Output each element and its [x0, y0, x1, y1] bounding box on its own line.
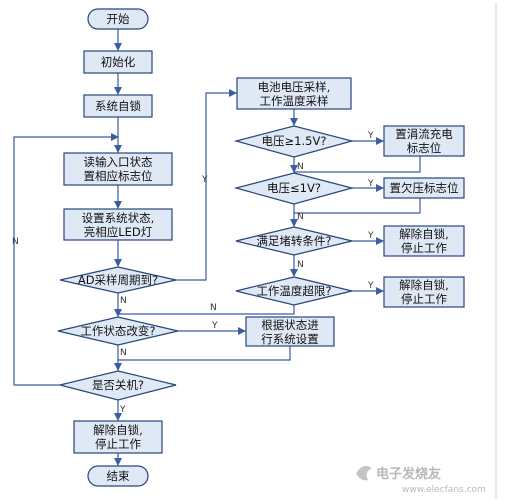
- state-changed-decision: [57, 316, 179, 346]
- watermark: 电子发烧友 www.elecfans.com: [356, 466, 486, 495]
- v-high-decision: [233, 125, 355, 158]
- temp-y-label: Y: [367, 281, 374, 291]
- end-terminator: [87, 465, 149, 487]
- sampling-box: [236, 77, 352, 110]
- shutdown-y-label: Y: [119, 405, 126, 415]
- stall-text: 满足堵转条件?: [256, 234, 331, 248]
- release-text-2: 停止工作: [95, 437, 141, 451]
- start-text: 开始: [107, 12, 130, 26]
- temp-n-label: N: [210, 303, 217, 313]
- temp-release-text-1: 解除自锁,: [399, 278, 449, 292]
- watermark-logo-icon: [356, 466, 372, 481]
- ad-period-text: AD采样周期到?: [78, 273, 158, 287]
- set-state-text-1: 设置系统状态,: [82, 211, 155, 225]
- read-input-box: [63, 152, 173, 186]
- undervolt-box: [383, 177, 465, 199]
- temp-decision: [235, 276, 353, 306]
- v-low-decision: [233, 172, 355, 205]
- state-y-label: Y: [211, 321, 218, 331]
- stall-y-label: Y: [367, 231, 374, 241]
- read-input-text-2: 置相应标志位: [84, 169, 153, 183]
- ad-n-label: N: [120, 296, 127, 306]
- stall-n-label: N: [297, 260, 304, 270]
- read-input-text-1: 读输入口状态: [84, 155, 153, 169]
- stall-decision: [235, 226, 353, 256]
- connectors: [13, 29, 421, 466]
- end-text: 结束: [107, 469, 130, 483]
- shutdown-decision: [59, 370, 177, 401]
- stall-release-text-2: 停止工作: [401, 241, 447, 255]
- watermark-main-text: 电子发烧友: [376, 466, 441, 482]
- vlow-n-label: N: [297, 212, 304, 222]
- release-box: [73, 420, 163, 454]
- ad-y-label: Y: [201, 175, 208, 185]
- init-text: 初始化: [101, 55, 136, 69]
- ad-period-decision: [59, 266, 177, 294]
- v-low-text: 电压≤1V?: [267, 181, 321, 195]
- temp-text: 工作温度超限?: [256, 284, 331, 298]
- config-text-1: 根据状态进: [261, 318, 319, 332]
- self-lock-box: [83, 94, 153, 118]
- temp-release-box: [383, 276, 465, 308]
- stall-release-box: [383, 225, 465, 257]
- init-box: [83, 50, 153, 74]
- start-terminator: [87, 8, 149, 30]
- vhigh-n-label: N: [297, 162, 304, 172]
- state-n-label: N: [120, 348, 127, 358]
- stall-release-text-1: 解除自锁,: [399, 227, 449, 241]
- v-high-text: 电压≥1.5V?: [262, 134, 327, 148]
- release-text-1: 解除自锁,: [93, 423, 143, 437]
- undervolt-text: 置欠压标志位: [390, 181, 459, 195]
- set-state-text-2: 亮相应LED灯: [84, 225, 153, 239]
- config-text-2: 行系统设置: [261, 332, 319, 346]
- sampling-text-2: 工作温度采样: [260, 94, 329, 108]
- loop-n-label: N: [12, 237, 19, 247]
- self-lock-text: 系统自锁: [95, 99, 141, 113]
- state-changed-text: 工作状态改变?: [80, 324, 155, 338]
- vlow-y-label: Y: [367, 179, 374, 189]
- sampling-text-1: 电池电压采样,: [258, 80, 331, 94]
- trickle-box: [383, 125, 465, 157]
- watermark-url-text: www.elecfans.com: [402, 485, 486, 495]
- trickle-text-1: 置涓流充电: [395, 127, 453, 141]
- temp-release-text-2: 停止工作: [401, 292, 447, 306]
- trickle-text-2: 标志位: [407, 141, 442, 155]
- shutdown-text: 是否关机?: [92, 378, 144, 392]
- vhigh-y-label: Y: [367, 131, 374, 141]
- set-state-box: [63, 208, 173, 241]
- config-box: [245, 316, 335, 347]
